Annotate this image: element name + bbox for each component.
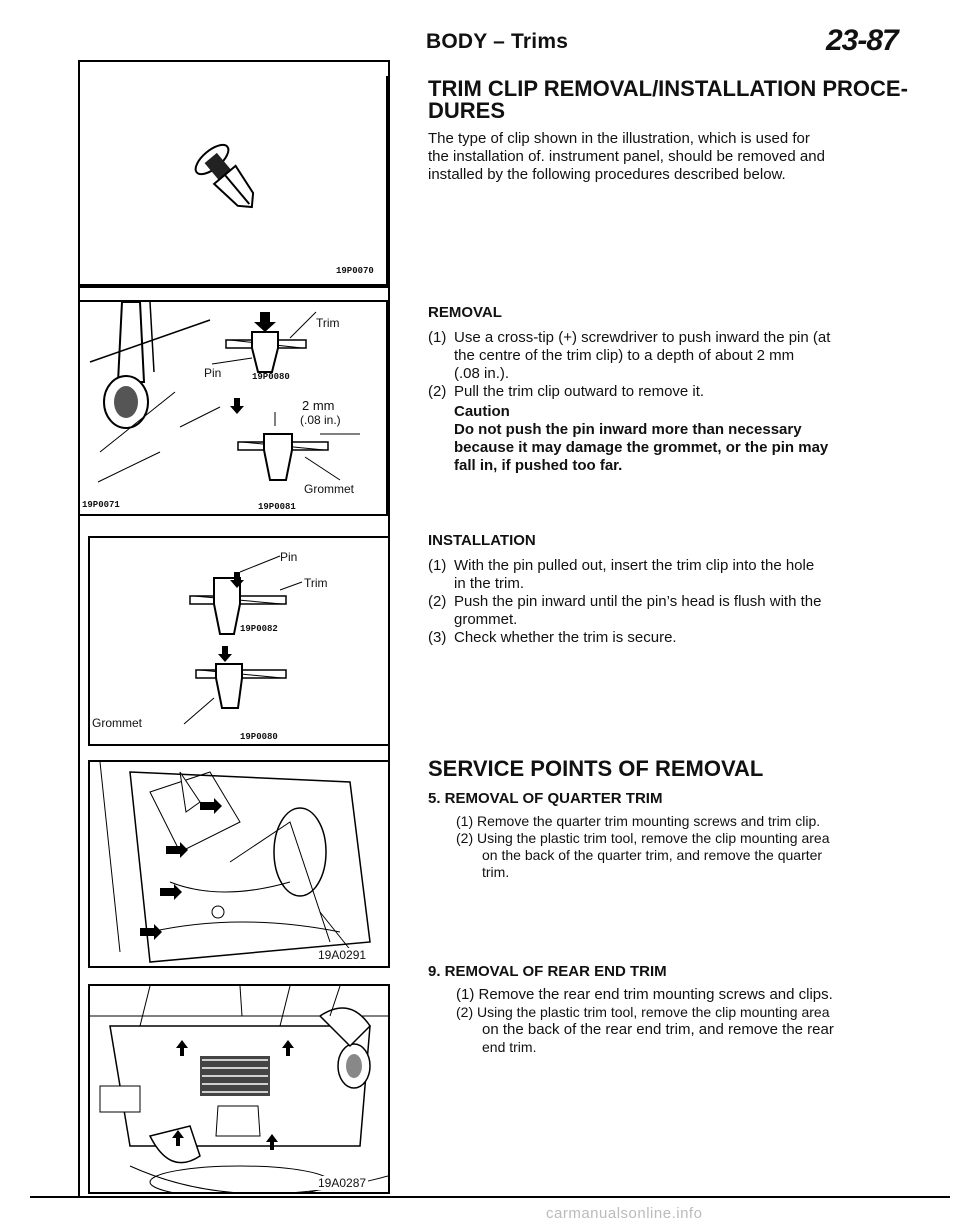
removal-step1-line2: the centre of the trim clip) to a depth … <box>454 347 795 364</box>
figure-removal-diagram: Trim Pin 19P0080 2 mm (.08 in.) Grommet … <box>80 300 388 516</box>
intro-line1: The type of clip shown in the illustrati… <box>428 130 810 147</box>
rear-step1: (1) Remove the rear end trim mounting sc… <box>456 986 833 1003</box>
caution-line1: Do not push the pin inward more than nec… <box>454 421 802 438</box>
depth-in-label: (.08 in.) <box>300 413 341 427</box>
rear-step2-line2: on the back of the rear end trim, and re… <box>482 1021 834 1038</box>
step-number: (2) <box>428 383 447 400</box>
trim-label: Trim <box>304 576 328 590</box>
figure-code: 19A0291 <box>316 948 369 962</box>
step-number: (1) <box>428 329 447 346</box>
pin-label: Pin <box>204 366 222 380</box>
installation-step2: (2) Push the pin inward until the pin’s h… <box>428 593 928 611</box>
quarter-trim-title: 5. REMOVAL OF QUARTER TRIM <box>428 790 663 807</box>
installation-step1: (1) With the pin pulled out, insert the t… <box>428 557 928 575</box>
pin-label: Pin <box>280 550 298 564</box>
bottom-rule <box>30 1196 950 1198</box>
clip-illustration <box>194 143 255 209</box>
removal-illustration <box>89 302 360 483</box>
caution-line2: because it may damage the grommet, or th… <box>454 439 829 456</box>
rear-end-trim-illustration <box>90 986 388 1192</box>
installation-step3: (3) Check whether the trim is secure. <box>428 629 928 647</box>
page-number: 23-87 <box>826 24 899 57</box>
rear-end-trim-steps: (1) Remove the rear end trim mounting sc… <box>428 986 928 1056</box>
quarter-step2-line2: on the back of the quarter trim, and rem… <box>482 847 823 863</box>
step-text: Push the pin inward until the pin’s head… <box>454 593 822 610</box>
section-heading-line2: DURES <box>428 98 506 123</box>
figure-code-pin: 19P0080 <box>252 372 290 382</box>
installation-title: INSTALLATION <box>428 532 536 549</box>
figure-installation-diagram: Pin Trim 19P0082 Grommet 19P0080 <box>88 536 390 746</box>
figure-trim-clip: 19P0070 <box>80 76 388 286</box>
intro-line2: the installation of. instrument panel, s… <box>428 148 825 165</box>
left-column-rule <box>78 60 80 1196</box>
step-number: (1) <box>428 557 447 574</box>
removal-step1: (1) Use a cross-tip (+) screwdriver to pu… <box>428 329 928 347</box>
installation-step1-line2: in the trim. <box>454 575 525 592</box>
quarter-trim-steps: (1) Remove the quarter trim mounting scr… <box>428 813 928 881</box>
step-number: (2) <box>428 593 447 610</box>
quarter-step1: (1) Remove the quarter trim mounting scr… <box>456 813 821 829</box>
figure-code: 19P0070 <box>336 266 374 276</box>
removal-title: REMOVAL <box>428 304 502 321</box>
step-number: (3) <box>428 629 447 646</box>
quarter-trim-illustration <box>99 762 371 963</box>
figure-code-bottom: 19P0080 <box>240 732 278 742</box>
installation-illustration <box>183 555 303 725</box>
fig-divider <box>80 286 390 288</box>
grommet-label: Grommet <box>92 716 143 730</box>
removal-section: REMOVAL (1) Use a cross-tip (+) screwdriv… <box>428 304 928 475</box>
installation-section: INSTALLATION (1) With the pin pulled out,… <box>428 532 928 647</box>
grommet-label: Grommet <box>304 482 355 496</box>
figure-code-top: 19P0082 <box>240 624 278 634</box>
step-text: Use a cross-tip (+) screwdriver to push … <box>454 329 831 346</box>
rear-end-trim-title: 9. REMOVAL OF REAR END TRIM <box>428 963 667 980</box>
removal-step1-line3: (.08 in.). <box>454 365 510 382</box>
installation-step2-line2: grommet. <box>454 611 518 628</box>
top-rule <box>78 60 390 62</box>
figure-code-right: 19P0081 <box>258 502 296 512</box>
section-heading-line1: TRIM CLIP REMOVAL/INSTALLATION PROCE- <box>428 76 908 101</box>
service-heading: SERVICE POINTS OF REMOVAL <box>428 756 764 781</box>
removal-step2: (2) Pull the trim clip outward to remove … <box>428 383 928 401</box>
trim-clip-section: TRIM CLIP REMOVAL/INSTALLATION PROCE- DU… <box>428 78 928 184</box>
step-text: Check whether the trim is secure. <box>454 629 677 646</box>
figure-rear-end-trim: 19A0287 <box>88 984 390 1194</box>
figure-quarter-trim: 19A0291 <box>88 760 390 968</box>
step-text: Pull the trim clip outward to remove it. <box>454 383 705 400</box>
figure-code-left: 19P0071 <box>82 500 120 510</box>
quarter-step2-line3: trim. <box>482 864 510 880</box>
rear-step2-line3: end trim. <box>482 1039 537 1055</box>
page-header-title: BODY – Trims <box>426 30 569 53</box>
watermark: carmanualsonline.info <box>546 1205 703 1222</box>
depth-mm-label: 2 mm <box>302 398 335 413</box>
figure-code: 19A0287 <box>316 1176 369 1190</box>
column-divider <box>388 60 390 760</box>
caution-label: Caution <box>454 403 510 420</box>
trim-label: Trim <box>316 316 340 330</box>
quarter-step2-line1: (2) Using the plastic trim tool, remove … <box>456 830 830 846</box>
step-text: With the pin pulled out, insert the trim… <box>454 557 815 574</box>
caution-line3: fall in, if pushed too far. <box>454 457 623 474</box>
intro-line3: installed by the following procedures de… <box>428 166 786 183</box>
service-points-section: SERVICE POINTS OF REMOVAL 5. REMOVAL OF … <box>428 758 928 1056</box>
rear-step2-line1: (2) Using the plastic trim tool, remove … <box>456 1004 830 1020</box>
